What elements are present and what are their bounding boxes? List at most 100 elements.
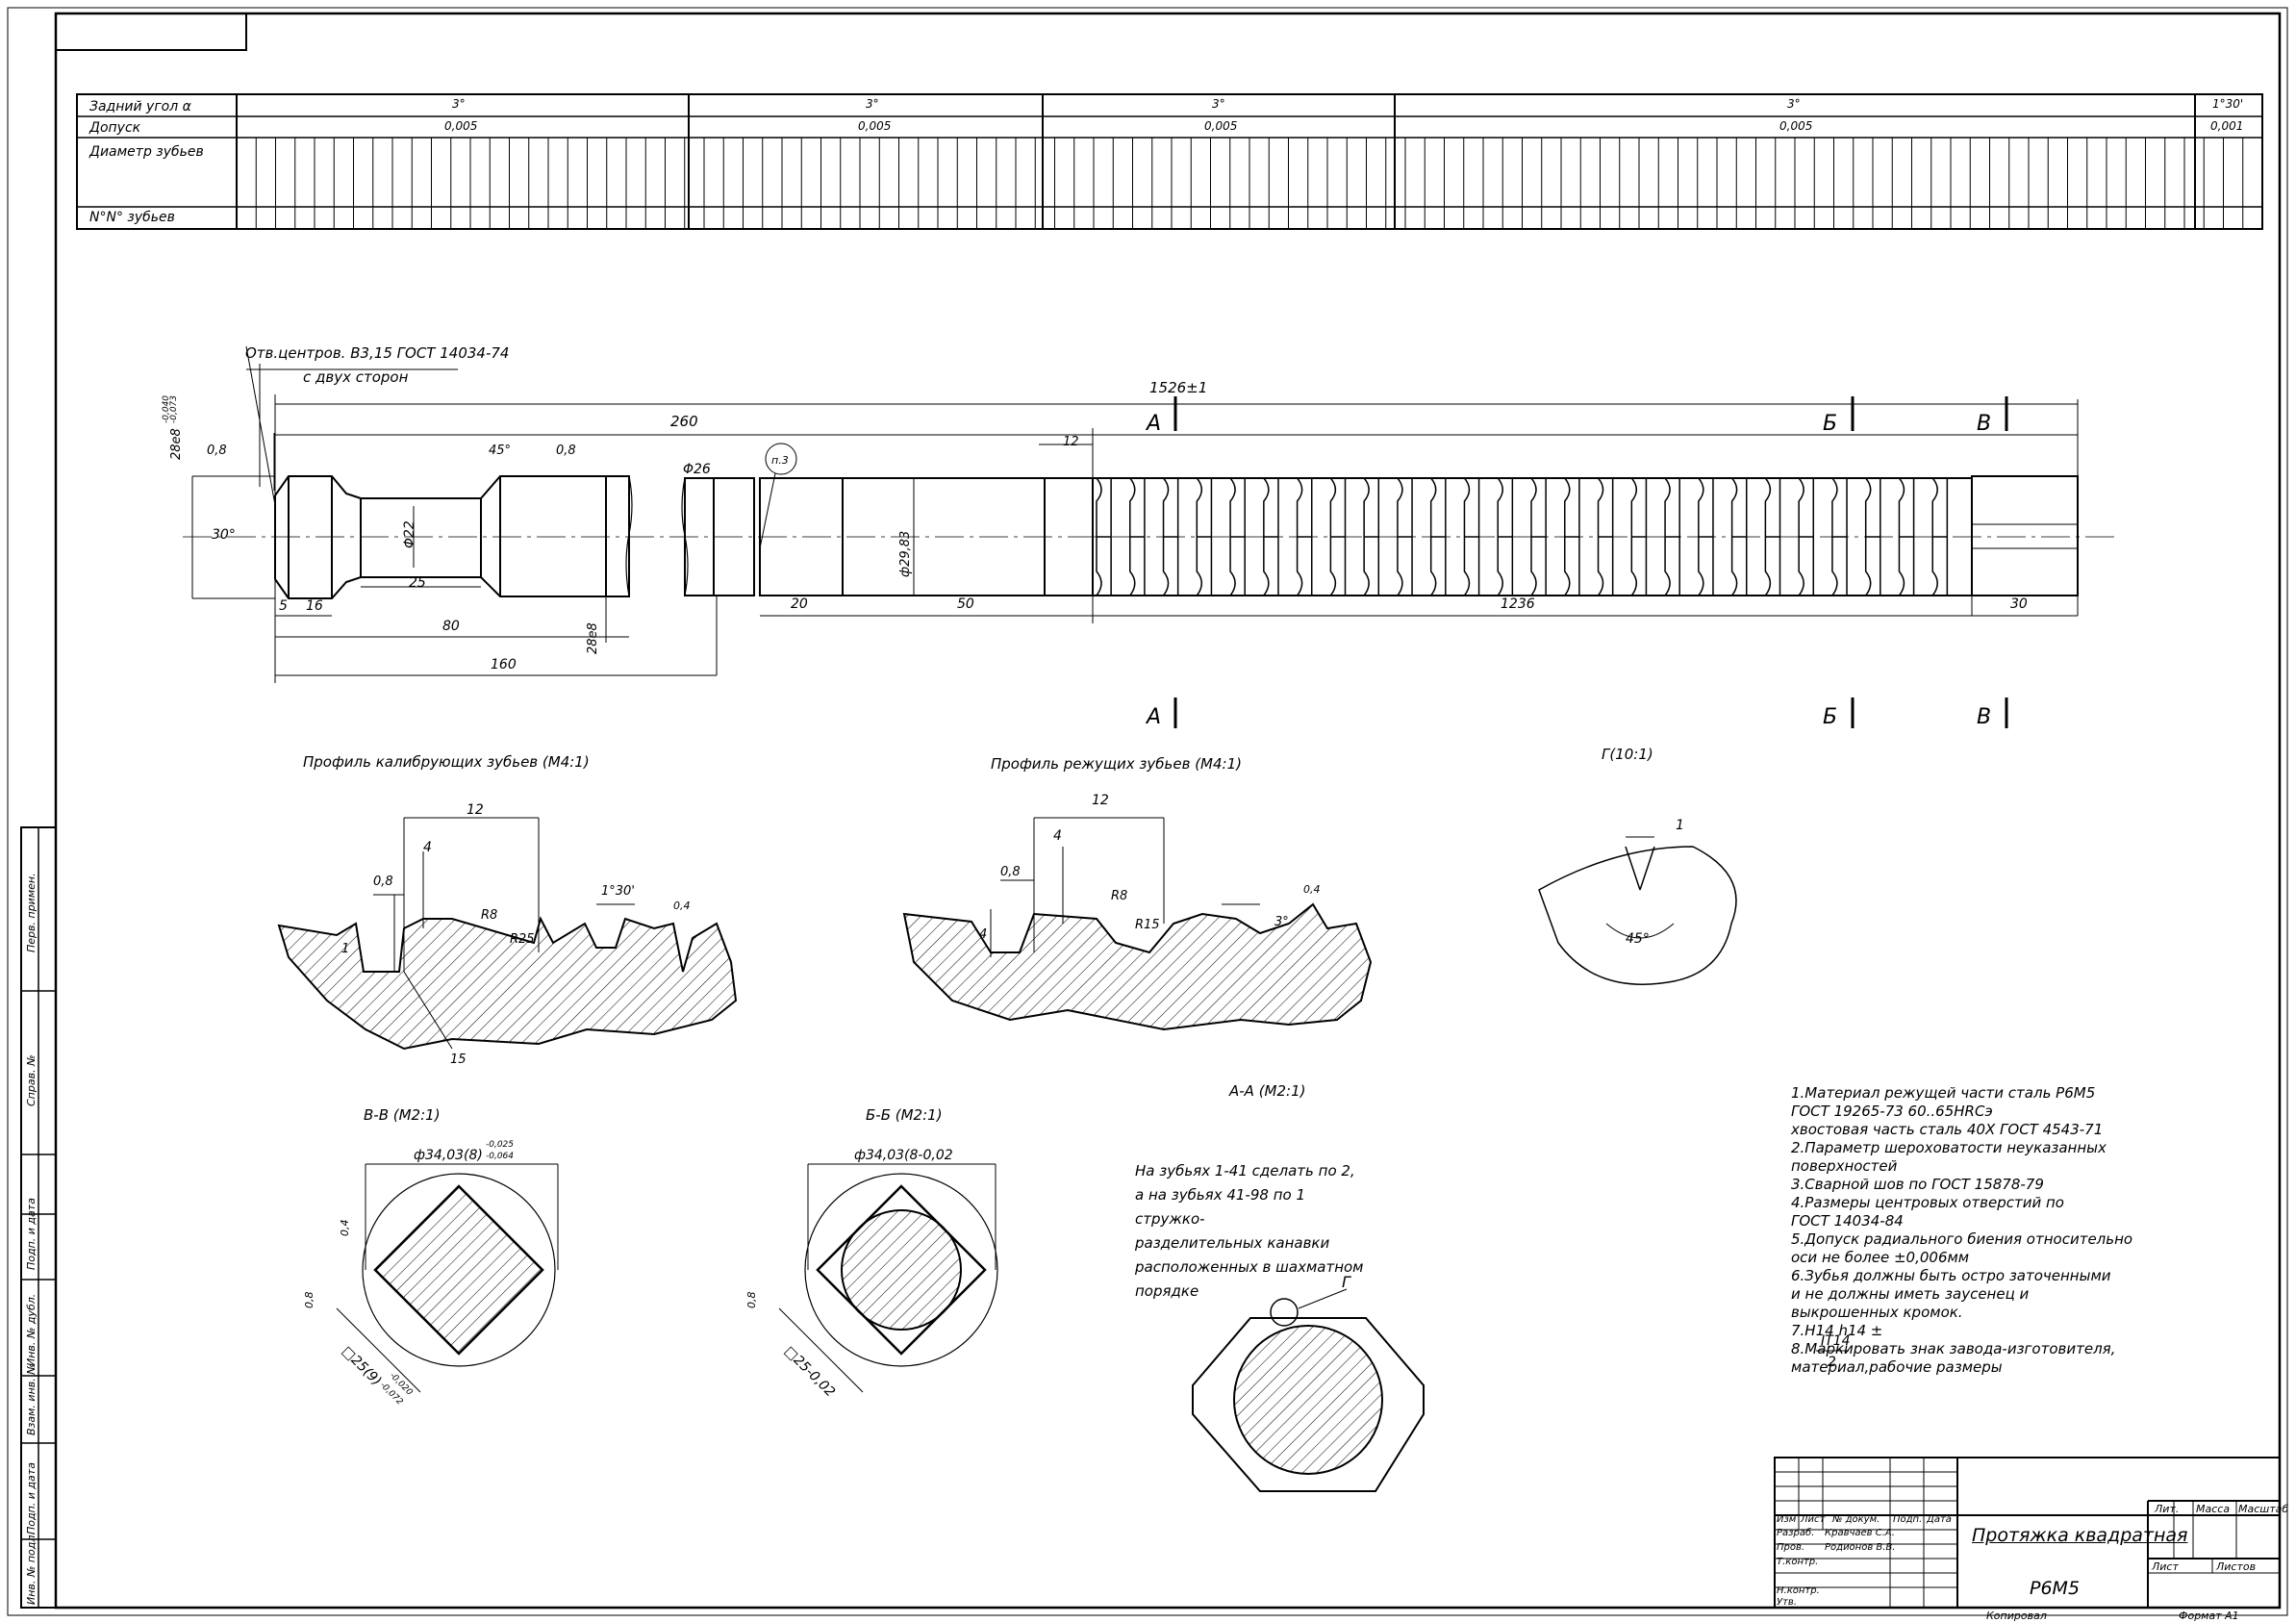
tb-part-title: Протяжка квадратная — [1972, 1525, 2188, 1546]
tb-col-sign: Подп. — [1893, 1514, 1923, 1525]
group-5-tolerance: 0,001 — [2210, 119, 2244, 133]
stamp-replace-inv: Взам. инв. № — [25, 1363, 38, 1435]
dim-260: 260 — [670, 413, 698, 430]
dim-tolerance-lower: -0,073 — [169, 395, 179, 423]
vv-square: □25(9) — [339, 1344, 384, 1389]
tech-note-line: и не должны иметь заусенец и — [1791, 1285, 2030, 1303]
dim-20: 20 — [791, 596, 808, 612]
cal-r8: R8 — [481, 908, 497, 923]
tolerance-numerator: IT14 — [1821, 1333, 1851, 1349]
cut-r8: R8 — [1111, 889, 1127, 903]
cal-dim-12: 12 — [467, 802, 484, 818]
detail-angle-45: 45° — [1626, 931, 1650, 947]
tb-checker-name: Родионов В.В. — [1825, 1542, 1896, 1553]
tech-note-line: 6.Зубья должны быть остро заточенными — [1791, 1267, 2111, 1284]
bb-roughness-08: 0,8 — [745, 1292, 758, 1309]
group-2-angle: 3° — [866, 97, 879, 111]
bb-diameter: ф34,03(8-0,02 — [854, 1148, 953, 1163]
tb-sheet: Лист — [2152, 1560, 2179, 1573]
center-hole-note: Отв.центров. В3,15 ГОСТ 14034-74 — [245, 344, 509, 362]
tb-developer-name: Кравчаев С.А. — [1825, 1528, 1895, 1538]
section-mark-v-top: В — [1977, 412, 1991, 436]
stamp-dup-inv: Инв. № дубл. — [25, 1293, 38, 1366]
dim-right-diameter: ф29,83 — [898, 531, 913, 577]
cal-r25: R25 — [510, 932, 535, 947]
stamp-sign-date-2: Подп. и дата — [25, 1462, 38, 1534]
cal-dim-15: 15 — [450, 1052, 467, 1067]
tb-role-checker: Пров. — [1777, 1542, 1805, 1553]
group-4-tolerance: 0,005 — [1779, 119, 1813, 133]
section-mark-a-top: А — [1145, 412, 1161, 436]
row-label-tolerance: Допуск — [89, 120, 141, 136]
detail-g-title: Г(10:1) — [1602, 746, 1653, 763]
group-4-angle: 3° — [1787, 97, 1801, 111]
dim-45deg: 45° — [489, 444, 511, 458]
section-vv-title: В-В (М2:1) — [364, 1106, 441, 1124]
tech-note-line: оси не более ±0,006мм — [1791, 1249, 1970, 1266]
tb-role-developer: Разраб. — [1777, 1528, 1815, 1538]
tech-note-line: 5.Допуск радиального биения относительно — [1791, 1230, 2133, 1248]
tech-note-line: ГОСТ 14034-84 — [1791, 1212, 1904, 1230]
section-aa-title: А-А (М2:1) — [1229, 1082, 1306, 1100]
section-mark-v-bottom: В — [1977, 705, 1991, 729]
dim-phi22: Φ22 — [402, 520, 417, 548]
tb-lit: Лит. — [2155, 1503, 2180, 1515]
dim-roughness-a: 0,8 — [556, 444, 576, 458]
row-label-teeth-numbers: N°N° зубьев — [89, 210, 175, 225]
tech-note-line: выкрошенных кромок. — [1791, 1304, 1963, 1321]
stamp-first-use: Перв. примен. — [25, 873, 38, 952]
vv-diameter: ф34,03(8) — [414, 1148, 483, 1163]
cutting-profile-title: Профиль режущих зубьев (М4:1) — [991, 755, 1242, 773]
tech-note-line: 8.Маркировать знак завода-изготовителя, — [1791, 1340, 2116, 1357]
tb-col-date: Дата — [1927, 1514, 1952, 1525]
dim-phi26: Φ26 — [683, 462, 711, 477]
tb-mass: Масса — [2196, 1503, 2231, 1515]
tech-note-line: 1.Материал режущей части сталь Р6М5 — [1791, 1084, 2096, 1102]
dim-roughness-b: 0,8 — [207, 444, 227, 458]
dim-total-length: 1526±1 — [1149, 379, 1207, 396]
tb-material: Р6М5 — [2030, 1578, 2081, 1599]
vv-roughness-08: 0,8 — [303, 1292, 315, 1309]
tb-role-approved: Утв. — [1777, 1597, 1797, 1608]
dim-160: 160 — [491, 657, 517, 672]
dim-30deg: 30° — [212, 527, 236, 543]
dim-tolerance-upper: -0,040 — [162, 395, 171, 423]
dim-mid-diameter: 28e8 — [586, 622, 600, 654]
tb-format: Формат А1 — [2179, 1610, 2239, 1622]
tech-note-line: 7.H14 h14 ± — [1791, 1322, 1883, 1339]
group-1-tolerance: 0,005 — [444, 119, 478, 133]
cut-dim-4b: 4 — [979, 927, 987, 942]
dim-50: 50 — [957, 596, 974, 612]
cut-dim-08: 0,8 — [1000, 865, 1021, 879]
tb-role-tcontrol: Т.контр. — [1777, 1557, 1819, 1567]
dim-1236: 1236 — [1501, 596, 1535, 612]
tech-note-line: 4.Размеры центровых отверстий по — [1791, 1194, 2064, 1211]
stamp-reference-no: Справ. № — [25, 1054, 38, 1106]
tb-copied: Копировал — [1986, 1610, 2047, 1622]
technical-requirements: 1.Материал режущей части сталь Р6М5 ГОСТ… — [1791, 1084, 2166, 1377]
cut-r15: R15 — [1135, 918, 1160, 932]
cal-dim-1: 1 — [341, 942, 349, 956]
dim-left-diameter: 28e8 — [169, 428, 184, 460]
tb-col-izm: Изм — [1777, 1514, 1797, 1525]
cal-dim-08: 0,8 — [373, 875, 393, 889]
stamp-sign-date-1: Подп. и дата — [25, 1198, 38, 1270]
stamp-original-inv: Инв. № подл. — [25, 1532, 38, 1605]
cal-dim-4: 4 — [423, 840, 432, 855]
row-label-diameter: Диаметр зубьев — [89, 144, 204, 160]
section-mark-b-top: Б — [1823, 412, 1837, 436]
tb-role-ncontrol: Н.контр. — [1777, 1585, 1820, 1596]
group-2-tolerance: 0,005 — [858, 119, 892, 133]
calibrating-profile-title: Профиль калибрующих зубьев (М4:1) — [303, 753, 590, 771]
group-1-angle: 3° — [452, 97, 466, 111]
dim-5: 5 — [279, 598, 288, 614]
tb-sheets: Листов — [2216, 1560, 2257, 1573]
dim-80: 80 — [442, 619, 460, 634]
section-bb-title: Б-Б (М2:1) — [866, 1106, 943, 1124]
cut-dim-12: 12 — [1092, 793, 1109, 808]
tech-note-line: поверхностей — [1791, 1157, 1898, 1175]
teeth-grooves-note: На зубьях 1-41 сделать по 2, а на зубьях… — [1135, 1162, 1364, 1300]
detail-dim-1: 1 — [1676, 818, 1684, 833]
tech-note-line: материал,рабочие размеры — [1791, 1358, 2003, 1376]
